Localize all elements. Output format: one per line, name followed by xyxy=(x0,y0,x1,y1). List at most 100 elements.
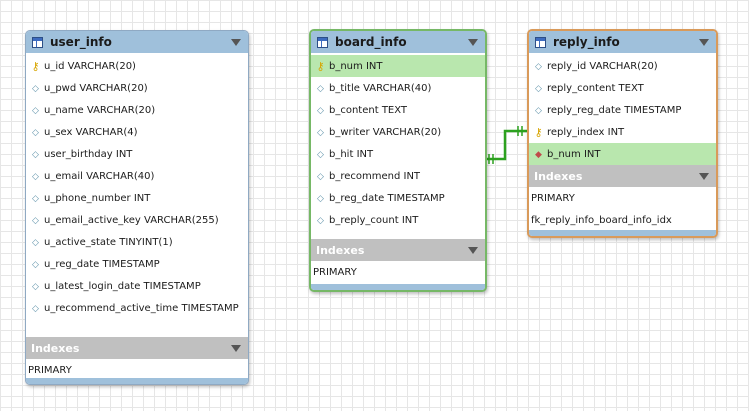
indexes-label: Indexes xyxy=(31,341,80,355)
collapse-caret-icon[interactable] xyxy=(468,247,478,254)
table-icon xyxy=(32,36,43,48)
column-row[interactable]: user_birthday INT xyxy=(26,143,248,165)
column-label: b_hit INT xyxy=(329,148,374,160)
index-row[interactable]: fk_reply_info_board_info_idx xyxy=(531,214,672,226)
column-label: b_reg_date TIMESTAMP xyxy=(329,192,445,204)
column-label: u_pwd VARCHAR(20) xyxy=(44,82,148,94)
column-label: b_content TEXT xyxy=(329,104,408,116)
column-diamond-icon xyxy=(30,237,41,248)
table-footer xyxy=(311,284,485,290)
table-header-reply-info[interactable]: reply_info xyxy=(529,31,716,53)
collapse-caret-icon[interactable] xyxy=(231,345,241,352)
relationship-line[interactable] xyxy=(485,129,528,161)
column-label: b_title VARCHAR(40) xyxy=(329,82,432,94)
column-label: u_id VARCHAR(20) xyxy=(44,60,136,72)
column-diamond-icon xyxy=(315,149,326,160)
table-footer xyxy=(529,230,716,236)
column-diamond-icon xyxy=(533,61,544,72)
column-label: b_num INT xyxy=(329,60,383,72)
column-diamond-icon xyxy=(30,105,41,116)
column-label: b_writer VARCHAR(20) xyxy=(329,126,442,138)
column-row[interactable]: u_recommend_active_time TIMESTAMP xyxy=(26,297,248,319)
column-diamond-icon xyxy=(30,259,41,270)
table-board-info[interactable]: board_info b_num INT b_title VARCHAR(40)… xyxy=(309,29,487,292)
column-list: reply_id VARCHAR(20) reply_content TEXT … xyxy=(529,53,716,165)
table-user-info[interactable]: user_info u_id VARCHAR(20) u_pwd VARCHAR… xyxy=(25,30,249,385)
column-row[interactable]: b_title VARCHAR(40) xyxy=(311,77,485,99)
column-diamond-icon xyxy=(30,171,41,182)
column-row-highlighted[interactable]: b_num INT xyxy=(311,55,485,77)
table-header-board-info[interactable]: board_info xyxy=(311,31,485,53)
column-row[interactable]: b_hit INT xyxy=(311,143,485,165)
column-row[interactable]: u_reg_date TIMESTAMP xyxy=(26,253,248,275)
column-label: reply_index INT xyxy=(547,126,625,138)
collapse-caret-icon[interactable] xyxy=(699,39,709,46)
column-row[interactable]: u_sex VARCHAR(4) xyxy=(26,121,248,143)
column-label: u_sex VARCHAR(4) xyxy=(44,126,138,138)
column-row[interactable]: b_content TEXT xyxy=(311,99,485,121)
column-diamond-icon xyxy=(315,171,326,182)
column-row[interactable]: b_reg_date TIMESTAMP xyxy=(311,187,485,209)
column-list: b_num INT b_title VARCHAR(40) b_content … xyxy=(311,53,485,231)
indexes-header[interactable]: Indexes xyxy=(311,239,485,261)
column-row[interactable]: u_pwd VARCHAR(20) xyxy=(26,77,248,99)
column-row[interactable]: reply_content TEXT xyxy=(529,77,716,99)
index-row[interactable]: PRIMARY xyxy=(313,266,357,278)
column-diamond-icon xyxy=(30,127,41,138)
column-row[interactable]: u_email VARCHAR(40) xyxy=(26,165,248,187)
column-row[interactable]: u_name VARCHAR(20) xyxy=(26,99,248,121)
column-diamond-icon xyxy=(30,281,41,292)
indexes-header[interactable]: Indexes xyxy=(26,337,248,359)
column-label: u_reg_date TIMESTAMP xyxy=(44,258,160,270)
column-row[interactable]: u_id VARCHAR(20) xyxy=(26,55,248,77)
column-list: u_id VARCHAR(20) u_pwd VARCHAR(20) u_nam… xyxy=(26,53,248,319)
column-label: u_active_state TINYINT(1) xyxy=(44,236,173,248)
column-row[interactable]: u_phone_number INT xyxy=(26,187,248,209)
column-row[interactable]: reply_id VARCHAR(20) xyxy=(529,55,716,77)
column-label: u_name VARCHAR(20) xyxy=(44,104,156,116)
column-label: reply_content TEXT xyxy=(547,82,644,94)
column-label: u_email VARCHAR(40) xyxy=(44,170,155,182)
column-diamond-icon xyxy=(30,215,41,226)
column-row[interactable]: b_recommend INT xyxy=(311,165,485,187)
column-diamond-icon xyxy=(533,83,544,94)
index-row[interactable]: PRIMARY xyxy=(28,364,72,376)
column-diamond-icon xyxy=(30,83,41,94)
primary-key-icon xyxy=(30,60,41,73)
table-header-user-info[interactable]: user_info xyxy=(26,31,248,53)
one-mandatory-mark-reply xyxy=(517,126,523,136)
column-row[interactable]: reply_index INT xyxy=(529,121,716,143)
column-row[interactable]: u_active_state TINYINT(1) xyxy=(26,231,248,253)
column-label: b_reply_count INT xyxy=(329,214,419,226)
column-row[interactable]: b_writer VARCHAR(20) xyxy=(311,121,485,143)
column-diamond-icon xyxy=(315,127,326,138)
collapse-caret-icon[interactable] xyxy=(468,39,478,46)
indexes-label: Indexes xyxy=(316,243,365,257)
collapse-caret-icon[interactable] xyxy=(231,39,241,46)
primary-key-icon xyxy=(315,60,326,73)
one-mandatory-mark-board xyxy=(488,154,494,164)
table-icon xyxy=(535,36,546,48)
column-row-highlighted[interactable]: b_num INT xyxy=(529,143,716,165)
column-row[interactable]: u_latest_login_date TIMESTAMP xyxy=(26,275,248,297)
column-label: reply_id VARCHAR(20) xyxy=(547,60,658,72)
index-row[interactable]: PRIMARY xyxy=(531,192,575,204)
column-label: u_latest_login_date TIMESTAMP xyxy=(44,280,201,292)
column-label: u_phone_number INT xyxy=(44,192,151,204)
column-row[interactable]: reply_reg_date TIMESTAMP xyxy=(529,99,716,121)
table-reply-info[interactable]: reply_info reply_id VARCHAR(20) reply_co… xyxy=(527,29,718,238)
column-label: reply_reg_date TIMESTAMP xyxy=(547,104,682,116)
column-label: u_recommend_active_time TIMESTAMP xyxy=(44,302,239,314)
primary-key-icon xyxy=(533,126,544,139)
column-label: u_email_active_key VARCHAR(255) xyxy=(44,214,219,226)
column-diamond-icon xyxy=(30,149,41,160)
collapse-caret-icon[interactable] xyxy=(699,173,709,180)
column-diamond-icon xyxy=(30,193,41,204)
column-diamond-icon xyxy=(315,105,326,116)
column-row[interactable]: b_reply_count INT xyxy=(311,209,485,231)
table-name: user_info xyxy=(50,35,112,49)
column-label: user_birthday INT xyxy=(44,148,133,160)
column-row[interactable]: u_email_active_key VARCHAR(255) xyxy=(26,209,248,231)
indexes-header[interactable]: Indexes xyxy=(529,165,716,187)
